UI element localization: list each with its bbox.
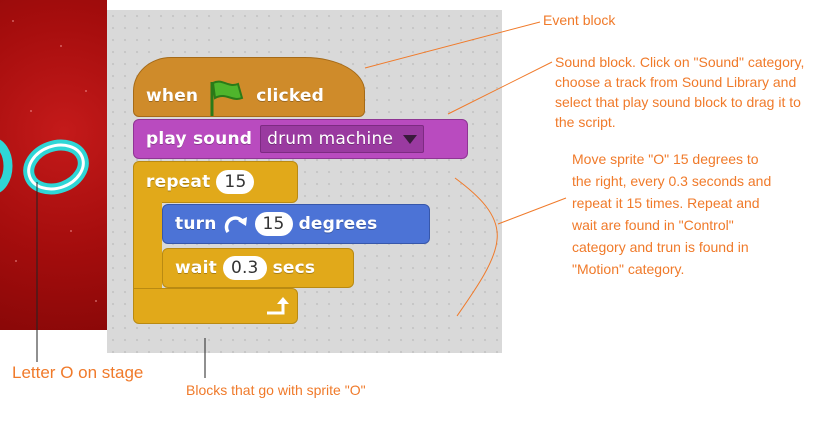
sound-block-annotation: Sound block. Click on "Sound" category, … [555, 54, 805, 130]
stage-annotation: Letter O on stage [12, 363, 144, 382]
stage[interactable] [0, 0, 107, 330]
repeat-annotation: Move sprite "O" 15 degrees to the right,… [572, 151, 772, 277]
partial-sprite[interactable] [0, 136, 14, 196]
turn-right-block[interactable]: turn 15 degrees [162, 204, 430, 244]
repeat-arrow-icon [267, 297, 289, 315]
sound-track-value: drum machine [267, 129, 394, 149]
clicked-label: clicked [256, 86, 325, 106]
turn-label: turn [175, 214, 217, 234]
degrees-label: degrees [298, 214, 378, 234]
event-block-annotation: Event block [543, 12, 616, 28]
repeat-block-arm [133, 195, 162, 295]
sprite-letter-o[interactable] [20, 138, 92, 196]
repeat-label: repeat [146, 172, 211, 192]
when-flag-clicked-block[interactable]: when clicked [133, 57, 365, 117]
play-sound-label: play sound [146, 129, 253, 149]
sound-dropdown[interactable]: drum machine [260, 125, 425, 153]
dropdown-arrow-icon [403, 134, 418, 144]
secs-label: secs [272, 258, 316, 278]
repeat-count-input[interactable]: 15 [216, 170, 255, 194]
play-sound-block[interactable]: play sound drum machine [133, 119, 468, 159]
wait-label: wait [175, 258, 217, 278]
repeat-block-bottom [133, 288, 298, 324]
turn-degrees-input[interactable]: 15 [254, 212, 293, 236]
wait-block[interactable]: wait 0.3 secs [162, 248, 354, 288]
turn-right-icon [224, 216, 247, 233]
sprite-blocks-annotation: Blocks that go with sprite "O" [186, 382, 366, 398]
when-label: when [146, 86, 199, 106]
green-flag-icon [210, 80, 244, 116]
wait-seconds-input[interactable]: 0.3 [222, 256, 267, 280]
